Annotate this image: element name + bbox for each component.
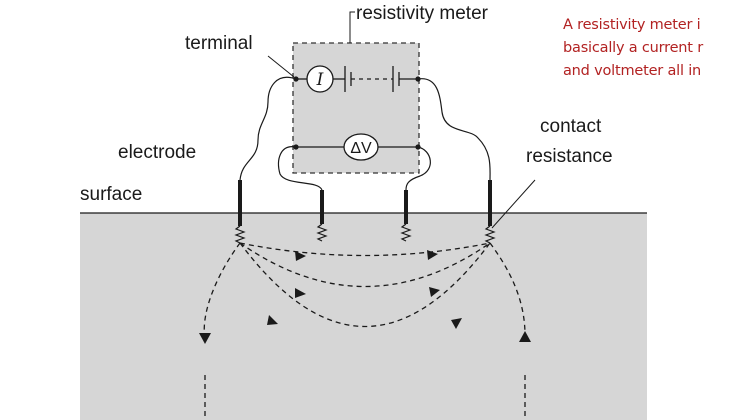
- electrodes: [238, 180, 492, 226]
- voltage-symbol: ΔV: [350, 140, 372, 157]
- contact-zigzags: [234, 223, 496, 244]
- current-circuit: [296, 66, 418, 92]
- surface-label: surface: [80, 184, 143, 205]
- flow-arrows: [199, 250, 531, 344]
- meter-label-bracket: [349, 11, 355, 43]
- note-line-3: and voltmeter all in: [563, 63, 702, 79]
- note-line-2: basically a current r: [563, 40, 703, 56]
- ground-region: [80, 213, 647, 420]
- contact-pointer: [491, 179, 536, 229]
- note-line-1: A resistivity meter i: [563, 17, 701, 33]
- electrode-label: electrode: [118, 142, 197, 163]
- current-flow-lines: [203, 242, 526, 420]
- current-symbol: I: [316, 70, 324, 90]
- terminal-label: terminal: [185, 33, 253, 54]
- meter-label: resistivity meter: [356, 3, 488, 24]
- contact-label-line2: resistance: [526, 146, 613, 167]
- voltmeter: [343, 133, 379, 161]
- contact-label-line1: contact: [540, 116, 602, 137]
- current-meter: [306, 65, 334, 93]
- wires: [239, 76, 491, 191]
- terminal-pointer: [267, 55, 295, 78]
